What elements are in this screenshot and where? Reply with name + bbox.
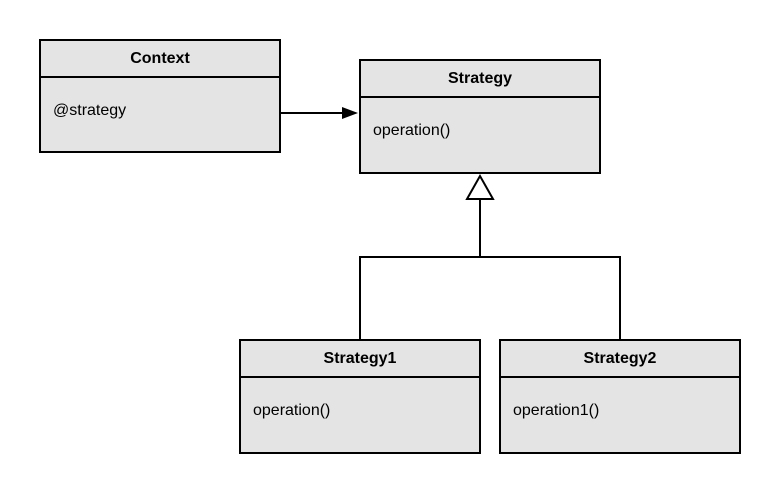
inheritance-branch-line <box>359 256 621 339</box>
class-member-context: @strategy <box>53 102 127 119</box>
class-box-context: Context @strategy <box>39 39 281 153</box>
class-box-strategy: Strategy operation() <box>359 59 601 174</box>
class-member-strategy2: operation1() <box>513 402 600 419</box>
class-title-context: Context <box>41 41 279 78</box>
class-member-strategy1: operation() <box>253 402 331 419</box>
class-title-strategy1: Strategy1 <box>241 341 479 378</box>
class-box-strategy1: Strategy1 operation() <box>239 339 481 454</box>
class-member-strategy: operation() <box>373 122 451 139</box>
class-title-strategy2: Strategy2 <box>501 341 739 378</box>
class-box-strategy2: Strategy2 operation1() <box>499 339 741 454</box>
inheritance-triangle-head <box>465 173 495 200</box>
association-arrowhead <box>342 107 358 119</box>
class-title-strategy: Strategy <box>361 61 599 98</box>
